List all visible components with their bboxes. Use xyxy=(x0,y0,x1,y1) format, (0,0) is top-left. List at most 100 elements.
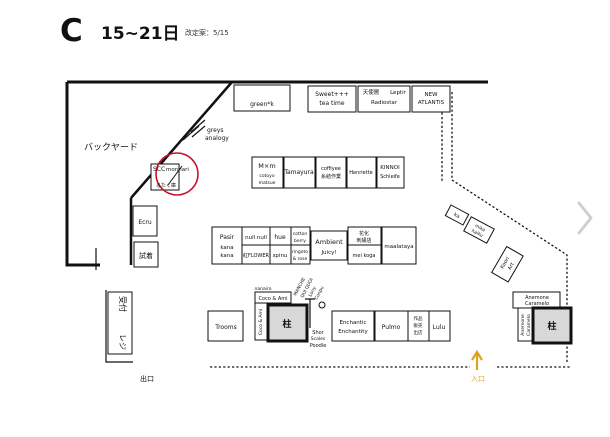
greys-line xyxy=(191,125,206,138)
dashed-top-right xyxy=(451,92,568,364)
label-jishu: 糸結作業 xyxy=(321,173,341,180)
booth-coco-top[interactable] xyxy=(254,291,292,304)
label-kaori-2: Art xyxy=(507,262,516,271)
label-saflower: 紅FLOWER xyxy=(243,252,270,259)
label-coffiyee: coffiyee xyxy=(321,166,341,172)
booth-ambient[interactable] xyxy=(310,230,348,261)
label-shor-1: Shor xyxy=(312,330,324,336)
label-greys-1: greys xyxy=(207,127,224,134)
label-cotton-1: cotton xyxy=(293,231,308,237)
label-sakuhin-2: 販売 xyxy=(414,322,423,329)
booth-sweet[interactable] xyxy=(307,85,357,113)
label-ruta: るたく庫 xyxy=(156,182,176,189)
booth-fitting[interactable] xyxy=(133,241,159,268)
wall-register-stand xyxy=(105,290,133,363)
label-pillar-center: 柱 xyxy=(282,318,291,330)
label-pillar-right: 柱 xyxy=(547,320,556,332)
label-ka: ka xyxy=(453,212,461,220)
date-range: 15~21日 xyxy=(101,24,180,44)
label-pasir: Pasir xyxy=(220,234,235,241)
label-kinnoi: KINNOI xyxy=(380,165,400,171)
chevron-right-icon xyxy=(577,201,593,235)
booth-mxm[interactable] xyxy=(251,156,284,189)
label-ringoto-2: & rose xyxy=(293,256,308,262)
entrance-arrow-icon xyxy=(471,349,483,370)
label-kake-2: 刺繍店 xyxy=(356,237,371,244)
booth-maalataya[interactable] xyxy=(381,226,417,265)
wall-backyard-diagonal xyxy=(130,81,233,199)
label-leptir: Leptir xyxy=(390,90,407,96)
booth-ka[interactable] xyxy=(444,204,470,226)
label-hue: hue xyxy=(274,234,286,241)
booth-new-atlantis[interactable] xyxy=(411,85,451,113)
booth-coffiyee[interactable] xyxy=(315,156,347,189)
label-haiku-1: mika xyxy=(474,223,487,234)
label-coco-top: Coco & Ami xyxy=(258,296,287,302)
booth-tamayura[interactable] xyxy=(283,156,316,189)
scc-slash xyxy=(167,165,183,186)
booth-pulmo[interactable] xyxy=(374,310,409,342)
booth-kinnoi[interactable] xyxy=(376,156,405,189)
label-meikoga: mei koga xyxy=(353,253,376,259)
label-anemone-v2: Caramelo xyxy=(526,314,532,336)
booth-haiku[interactable] xyxy=(463,216,495,244)
label-fitting: 試着 xyxy=(139,251,153,260)
label-ringoto-1: ringoto xyxy=(292,249,308,255)
label-scc: SCC xyxy=(153,166,165,173)
label-anemone-v1: Anemone xyxy=(520,314,526,336)
wall-left xyxy=(65,82,100,267)
booth-ringoto[interactable] xyxy=(290,244,311,265)
label-greys-2: analogy xyxy=(205,135,229,142)
area-letter: C xyxy=(60,13,83,49)
label-cotoyo: cotoyo xyxy=(259,173,274,179)
label-lony: Lony xyxy=(307,285,317,298)
label-ecru: Ecru xyxy=(138,219,152,226)
booth-meikoga[interactable] xyxy=(347,244,382,265)
label-coco-side: Coco & Ami xyxy=(258,309,264,335)
label-mxm: M×m xyxy=(258,162,275,170)
label-entrance: 入口 xyxy=(471,375,485,383)
booth-kaori[interactable] xyxy=(491,245,524,283)
label-sakuhin-1: 作品 xyxy=(414,315,423,322)
booth-green[interactable] xyxy=(233,84,291,112)
label-anemone-2: Caramelo xyxy=(525,301,549,307)
booth-henriette[interactable] xyxy=(346,156,377,189)
label-sweet-1: Sweet+++ xyxy=(315,91,349,98)
label-spinu: spinu xyxy=(273,253,288,259)
highlight-circle xyxy=(155,152,199,196)
label-kaori-1: Kaori xyxy=(499,256,511,270)
booth-trooms[interactable] xyxy=(207,310,244,342)
label-kake-1: 花化 xyxy=(359,230,369,237)
pillar-center xyxy=(266,303,309,343)
backyard-label: バックヤード xyxy=(84,142,138,153)
label-tamayura: Tamayura xyxy=(283,169,314,176)
label-cotton-2: berry xyxy=(294,238,306,244)
label-enchant-2: Enchantity xyxy=(338,329,368,335)
booth-lulu[interactable] xyxy=(428,310,451,342)
label-nullnull: null null xyxy=(245,235,267,241)
pillar-right xyxy=(531,306,573,345)
label-newatl-1: NEW xyxy=(424,92,438,98)
label-enchant-1: Enchantic xyxy=(339,320,366,326)
booth-register[interactable] xyxy=(107,291,133,355)
label-monhari: monhari xyxy=(166,167,189,173)
label-schleife: Schleife xyxy=(380,174,400,180)
label-kana-2: kana xyxy=(220,253,233,259)
label-ambient-2: Juicy! xyxy=(320,250,336,256)
booth-enchant[interactable] xyxy=(331,310,375,342)
next-arrow-button[interactable] xyxy=(570,195,600,241)
label-exit: 出口 xyxy=(140,374,154,383)
booth-pasir[interactable] xyxy=(211,226,243,265)
booth-tenshi[interactable] xyxy=(357,85,411,113)
label-maalataya: maalataya xyxy=(384,244,413,250)
label-nanairo: nanairo xyxy=(255,286,272,292)
label-ambient-1: Ambient xyxy=(315,238,343,246)
marker-dot xyxy=(318,301,326,309)
label-henriette: Henriette xyxy=(349,170,373,176)
booth-ecru[interactable] xyxy=(132,205,158,237)
label-newatl-2: ATLANTIS xyxy=(418,100,445,106)
shor-divider xyxy=(305,298,315,328)
label-haiku-2: haiku xyxy=(470,228,484,239)
label-register-2: レジ xyxy=(118,334,127,350)
